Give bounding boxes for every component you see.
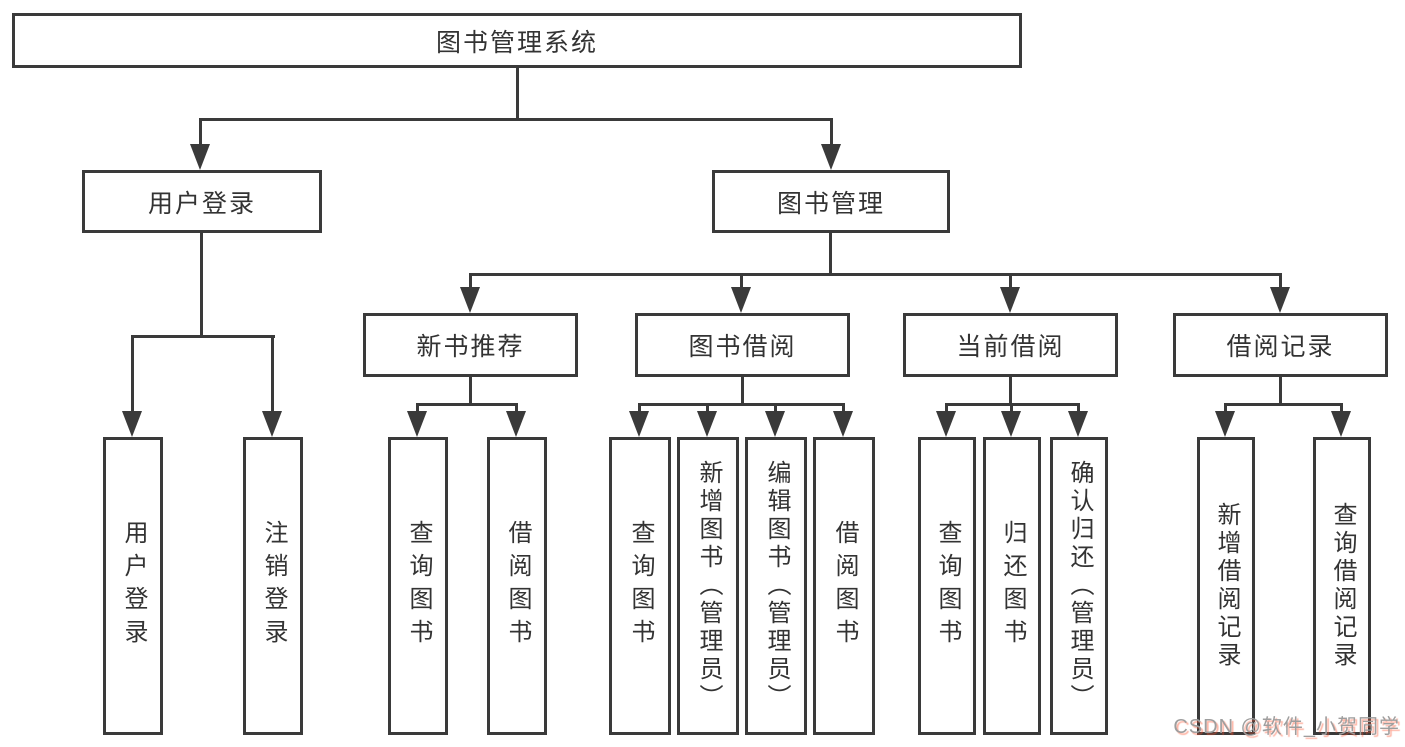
arrowhead-icon [765,411,785,437]
leaf-user-login: 用户登录 [103,437,163,735]
arrowhead-icon [460,287,480,313]
leaf-query-books-recommend-label: 查询图书 [405,520,432,652]
node-root-label: 图书管理系统 [435,28,598,57]
connector-line [416,403,419,415]
arrowhead-icon [122,411,142,437]
connector-line [1279,273,1282,289]
node-book-borrowing-label: 图书借阅 [688,333,797,361]
leaf-query-books-current: 查询图书 [918,437,976,735]
connector-line [515,403,518,415]
leaf-edit-book-admin: 编辑图书（管理员） [745,437,807,735]
arrowhead-icon [1270,287,1290,313]
arrowhead-icon [407,411,427,437]
connector-line [740,273,743,289]
arrowhead-icon [833,411,853,437]
connector-line [842,403,845,415]
connector-line [199,118,833,121]
leaf-logout: 注销登录 [243,437,303,735]
leaf-query-borrow-record: 查询借阅记录 [1313,437,1371,735]
arrowhead-icon [1068,411,1088,437]
leaf-add-borrow-record-label: 新增借阅记录 [1213,502,1240,670]
leaf-query-borrow-record-label: 查询借阅记录 [1329,502,1356,670]
leaf-add-borrow-record: 新增借阅记录 [1197,437,1255,735]
arrowhead-icon [936,411,956,437]
connector-line [638,403,641,415]
connector-line [516,68,519,118]
node-borrow-records: 借阅记录 [1173,313,1388,377]
leaf-borrow-books-recommend-label: 借阅图书 [504,520,531,652]
node-new-book-recommend-label: 新书推荐 [416,333,525,361]
node-root: 图书管理系统 [12,13,1022,68]
node-user-login-label: 用户登录 [147,189,256,218]
arrowhead-icon [731,287,751,313]
arrowhead-icon [1331,411,1351,437]
node-current-borrowing: 当前借阅 [903,313,1118,377]
arrowhead-icon [697,411,717,437]
leaf-confirm-return-admin: 确认归还（管理员） [1050,437,1108,735]
arrowhead-icon [190,144,210,170]
node-book-management: 图书管理 [712,170,950,233]
leaf-return-book: 归还图书 [983,437,1041,735]
leaf-query-books-borrowing: 查询图书 [609,437,671,735]
connector-line [1009,273,1012,289]
leaf-edit-book-admin-label: 编辑图书（管理员） [763,460,790,712]
leaf-borrow-books-recommend: 借阅图书 [487,437,547,735]
connector-line [829,233,832,273]
leaf-add-book-admin-label: 新增图书（管理员） [695,460,722,712]
leaf-confirm-return-admin-label: 确认归还（管理员） [1066,460,1093,712]
arrowhead-icon [821,144,841,170]
connector-line [1279,377,1282,406]
connector-line [199,118,202,146]
leaf-logout-label: 注销登录 [260,520,287,652]
arrowhead-icon [1000,287,1020,313]
node-current-borrowing-label: 当前借阅 [956,333,1065,361]
connector-line [774,403,777,415]
connector-line [1077,403,1080,415]
connector-line [417,403,518,406]
leaf-borrow-books-borrowing: 借阅图书 [813,437,875,735]
csdn-watermark: CSDN @软件_小贺同学 [1173,716,1400,738]
leaf-query-books-recommend: 查询图书 [388,437,448,735]
connector-line [131,335,134,413]
connector-line [469,377,472,406]
connector-line [1010,403,1013,415]
leaf-query-books-current-label: 查询图书 [934,520,961,652]
connector-line [1340,403,1343,415]
connector-line [470,273,1281,276]
connector-line [945,403,948,415]
node-borrow-records-label: 借阅记录 [1226,333,1335,361]
connector-line [830,118,833,146]
arrowhead-icon [1001,411,1021,437]
connector-line [741,377,744,406]
connector-line [133,335,275,338]
leaf-borrow-books-borrowing-label: 借阅图书 [831,520,858,652]
connector-line [1225,403,1343,406]
arrowhead-icon [262,411,282,437]
connector-line [947,403,1080,406]
node-new-book-recommend: 新书推荐 [363,313,578,377]
leaf-return-book-label: 归还图书 [999,520,1026,652]
connector-line [1224,403,1227,415]
connector-line [706,403,709,415]
leaf-add-book-admin: 新增图书（管理员） [677,437,739,735]
arrowhead-icon [1215,411,1235,437]
leaf-query-books-borrowing-label: 查询图书 [627,520,654,652]
arrowhead-icon [506,411,526,437]
connector-line [200,233,203,335]
connector-line [271,335,274,413]
arrowhead-icon [629,411,649,437]
connector-line [640,403,845,406]
connector-line [469,273,472,289]
node-book-management-label: 图书管理 [776,189,885,218]
connector-line [1009,377,1012,406]
leaf-user-login-label: 用户登录 [120,520,147,652]
node-book-borrowing: 图书借阅 [635,313,850,377]
node-user-login: 用户登录 [82,170,322,233]
